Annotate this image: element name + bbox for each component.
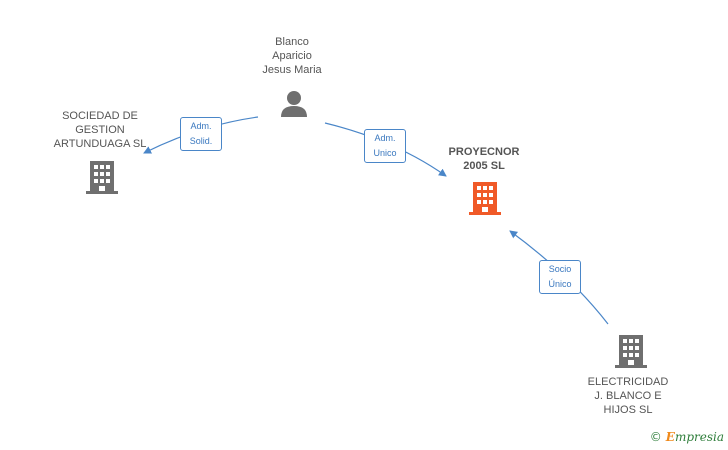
- electricidad-label-line: ELECTRICIDAD: [587, 376, 669, 388]
- electricidad-label-line: HIJOS SL: [603, 404, 653, 416]
- brand-initial: E: [665, 430, 675, 444]
- empresia-logo: ©Empresia: [650, 430, 724, 444]
- electricidad-label[interactable]: ELECTRICIDAD J. BLANCO E HIJOS SL: [580, 375, 676, 417]
- edge-label-line: Unico: [373, 148, 397, 158]
- building-icon[interactable]: [615, 335, 647, 368]
- sociedad-label-line: ARTUNDUAGA SL: [53, 138, 147, 150]
- person-label-line: Blanco: [275, 36, 309, 48]
- proyecnor-label-line: PROYECNOR: [448, 146, 520, 158]
- proyecnor-label[interactable]: PROYECNOR 2005 SL: [436, 145, 532, 173]
- building-icon[interactable]: [469, 182, 501, 215]
- edge-label-adm-solid[interactable]: Adm. Solid.: [180, 117, 222, 151]
- edge-label-line: Adm.: [190, 121, 212, 131]
- person-icon[interactable]: [281, 91, 307, 117]
- person-label[interactable]: Blanco Aparicio Jesus Maria: [244, 35, 340, 77]
- edge-label-line: Único: [548, 279, 572, 289]
- edge-label-line: Adm.: [374, 133, 396, 143]
- sociedad-label-line: SOCIEDAD DE: [62, 110, 138, 122]
- edge-label-line: Solid.: [189, 136, 213, 146]
- copyright-symbol: ©: [649, 430, 662, 444]
- edge-label-socio-unico[interactable]: Socio Único: [539, 260, 581, 294]
- edge-label-line: Socio: [548, 264, 572, 274]
- proyecnor-label-line: 2005 SL: [463, 160, 505, 172]
- sociedad-label-line: GESTION: [75, 124, 125, 136]
- edge-label-adm-unico[interactable]: Adm. Unico: [364, 129, 406, 163]
- building-icon[interactable]: [86, 161, 118, 194]
- person-label-line: Jesus Maria: [262, 64, 322, 76]
- sociedad-label[interactable]: SOCIEDAD DE GESTION ARTUNDUAGA SL: [48, 109, 152, 151]
- person-label-line: Aparicio: [272, 50, 312, 62]
- electricidad-label-line: J. BLANCO E: [594, 390, 662, 402]
- brand-rest: mpresia: [674, 430, 724, 444]
